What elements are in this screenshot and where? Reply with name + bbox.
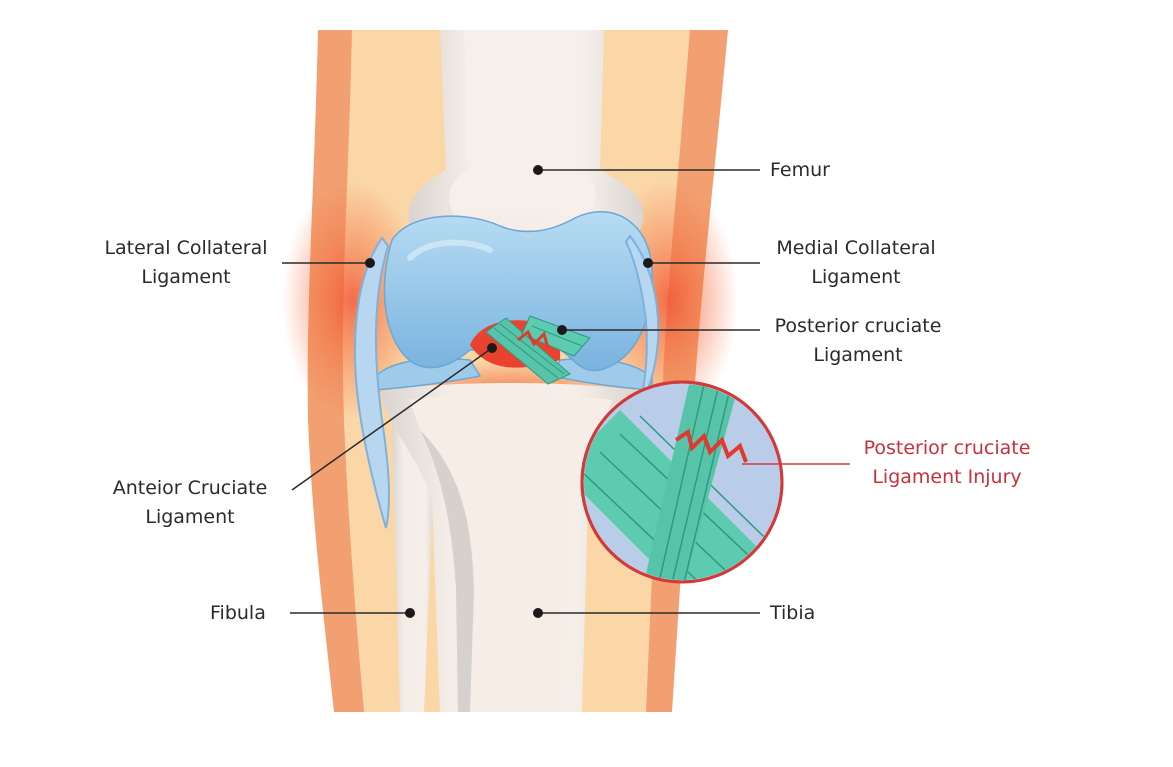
label-femur: Femur: [770, 159, 830, 181]
label-lateral-collateral-ligament: Lateral Collateral Ligament: [104, 237, 268, 288]
leader-anterior-cruciate: [291, 347, 493, 491]
lateral-collateral-ligament: [354, 236, 390, 529]
label-posterior-cruciate-ligament: Posterior cruciate Ligament: [774, 315, 942, 366]
label-medial-collateral-ligament: Medial Collateral Ligament: [776, 237, 936, 288]
label-fibula: Fibula: [210, 602, 266, 624]
label-posterior-cruciate-ligament-injury: Posterior cruciate Ligament Injury: [863, 437, 1031, 488]
inflammation-glow-left: [282, 180, 422, 420]
meniscus: [373, 357, 482, 391]
fibula-bone: [392, 420, 436, 712]
cruciate-ligaments: [485, 315, 591, 385]
label-anterior-cruciate-ligament: Anteior Cruciate Ligament: [112, 477, 268, 528]
leader-lines: [282, 165, 760, 618]
label-tibia: Tibia: [770, 602, 816, 624]
